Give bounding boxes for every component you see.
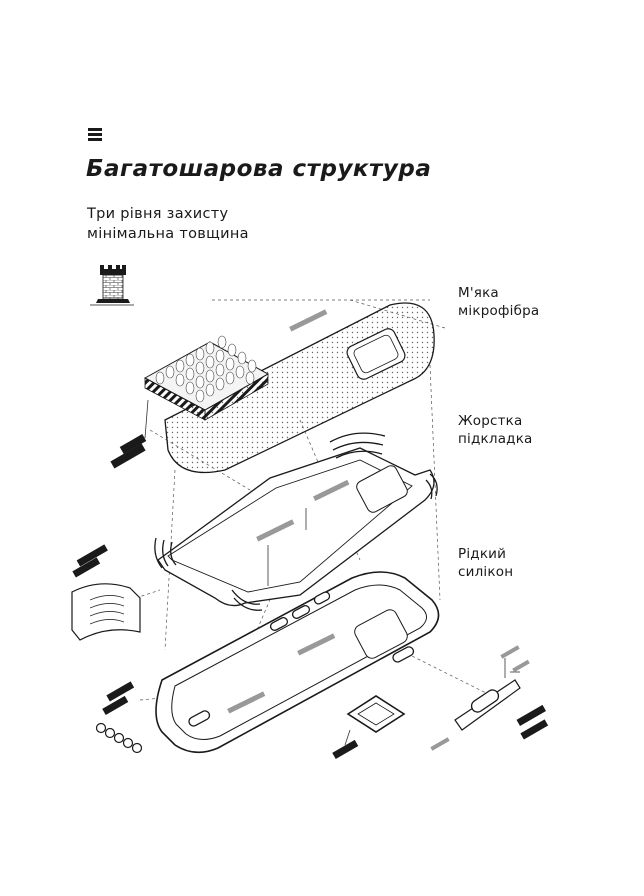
camera-frame-detail <box>332 695 406 759</box>
subtitle-line-2: мінімальна товщина <box>87 226 249 242</box>
tower-icon <box>90 265 134 306</box>
layer-label-liquid-silicone-line-2: силікон <box>458 564 514 580</box>
layer-label-microfiber: М'яка мікрофібра <box>458 284 539 320</box>
side-button-detail <box>430 645 549 751</box>
liquid-silicone-layer <box>155 571 440 754</box>
menu-icon[interactable] <box>88 128 102 142</box>
microfiber-closeup <box>143 335 270 421</box>
button-detail <box>95 681 143 754</box>
subtitle-line-1: Три рівня захисту <box>87 206 229 222</box>
layer-label-hard-base-line-2: підкладка <box>458 431 533 447</box>
layer-label-microfiber-line-1: М'яка <box>458 285 499 301</box>
layer-label-liquid-silicone-line-1: Рідкий <box>458 546 507 562</box>
layer-label-microfiber-line-2: мікрофібра <box>458 303 540 319</box>
microfiber-layer <box>110 302 435 474</box>
hard-base-layer <box>154 432 438 611</box>
layer-label-liquid-silicone: Рідкий силікон <box>458 545 513 581</box>
layer-label-hard-base: Жорстка підкладка <box>458 412 533 448</box>
subtitle: Три рівня захисту мінімальна товщина <box>87 204 249 244</box>
corner-detail <box>71 544 141 641</box>
layer-label-hard-base-line-1: Жорстка <box>458 413 523 429</box>
page-title: Багатошарова структура <box>86 156 432 182</box>
